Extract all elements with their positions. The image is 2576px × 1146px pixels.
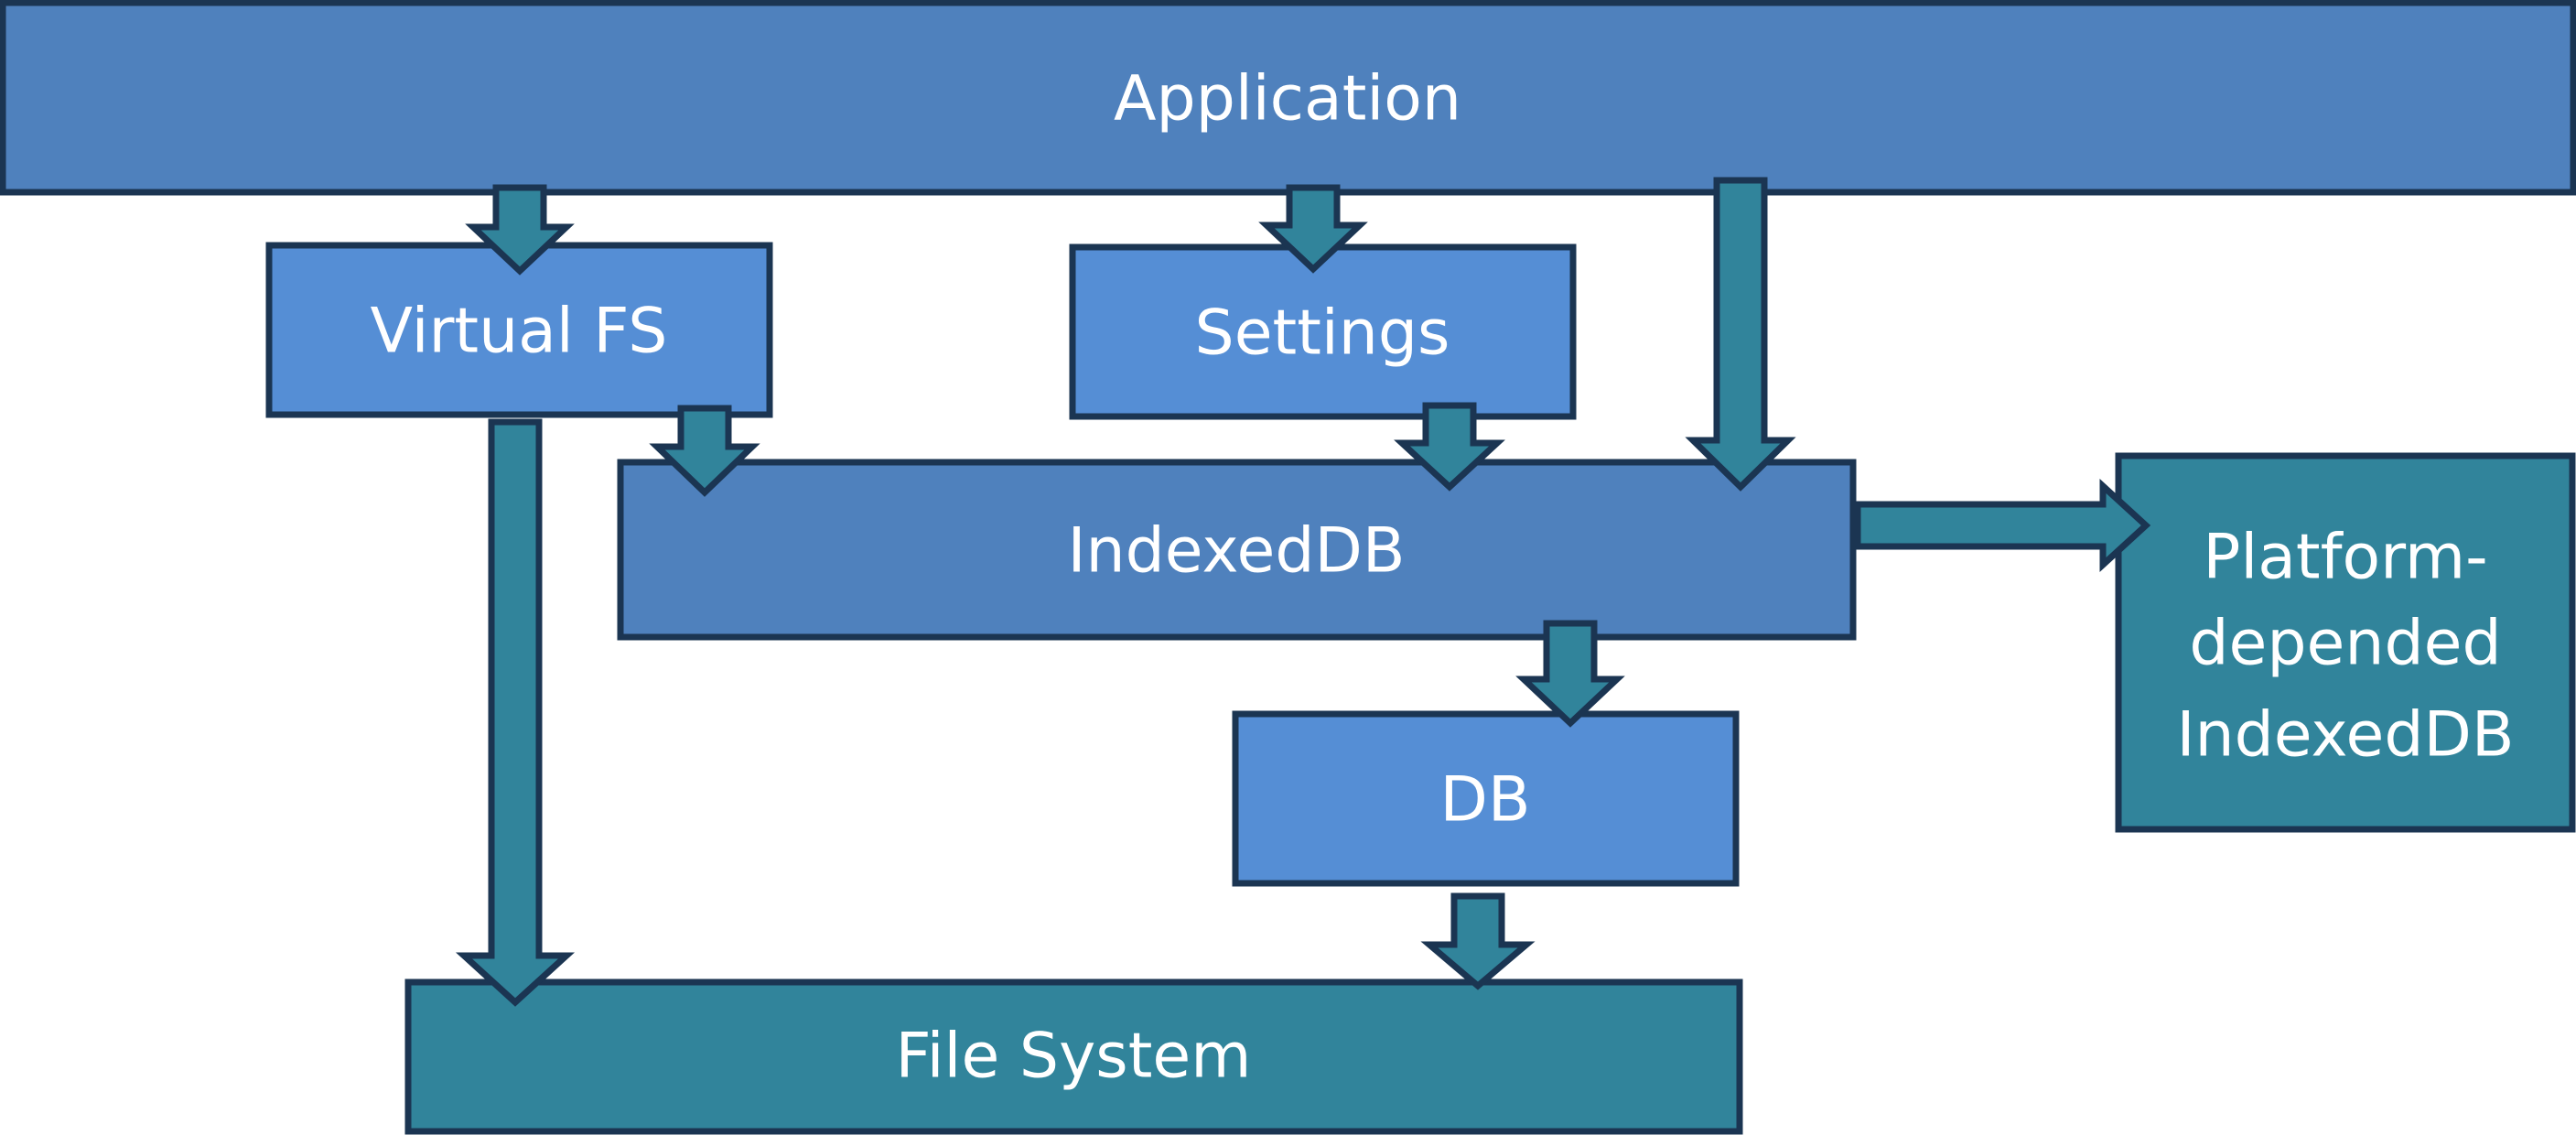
arrow-virtual-fs-to-indexeddb: [649, 405, 760, 497]
arrow-application-to-indexeddb: [1685, 177, 1796, 492]
arrow-indexeddb-to-platform-indexeddb: [1854, 479, 2151, 572]
node-virtual-fs-label: Virtual FS: [371, 296, 668, 368]
node-application-label: Application: [1114, 63, 1461, 135]
node-platform-indexeddb-line-2: depended: [2189, 608, 2501, 680]
arrow-indexeddb-to-db: [1515, 620, 1625, 728]
node-settings-label: Settings: [1195, 297, 1450, 370]
arrow-virtual-fs-to-file-system: [455, 418, 576, 1007]
node-file-system-label: File System: [896, 1021, 1252, 1093]
node-application: Application: [0, 0, 2576, 196]
arrow-db-to-file-system: [1420, 892, 1536, 990]
arrow-application-to-virtual-fs: [465, 184, 575, 276]
node-settings: Settings: [1069, 243, 1577, 420]
node-indexeddb-label: IndexedDB: [1067, 515, 1405, 588]
node-file-system: File System: [404, 978, 1743, 1135]
node-platform-indexeddb: Platform- depended IndexedDB: [2115, 452, 2576, 833]
arrow-application-to-settings: [1258, 184, 1368, 274]
node-platform-indexeddb-line-1: Platform-: [2203, 522, 2487, 594]
node-db: DB: [1232, 710, 1740, 887]
arrow-settings-to-indexeddb: [1394, 402, 1505, 492]
node-indexeddb: IndexedDB: [617, 459, 1857, 641]
node-db-label: DB: [1439, 764, 1530, 837]
node-platform-indexeddb-line-3: IndexedDB: [2176, 699, 2514, 772]
